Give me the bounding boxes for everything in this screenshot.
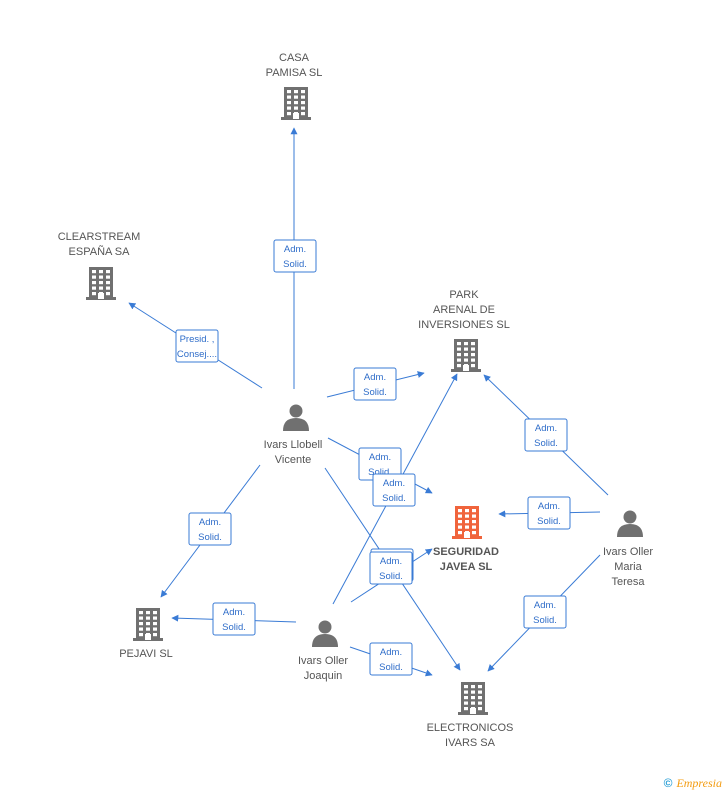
relation-box: [369, 642, 413, 676]
relation-text: Solid.: [534, 438, 558, 449]
node-label: Ivars Llobell: [264, 439, 323, 451]
person-icon: [312, 620, 338, 647]
relation-text: Adm.: [223, 607, 245, 618]
relation-box: [212, 602, 256, 636]
node-clear[interactable]: CLEARSTREAM ESPAÑA SA: [58, 231, 141, 300]
relation-text: Adm.: [199, 517, 221, 528]
node-label: CLEARSTREAM: [58, 231, 141, 243]
relation-label-maria-elec[interactable]: Adm. Solid.: [523, 595, 567, 629]
relation-text: Solid.: [382, 493, 406, 504]
node-label: Maria: [614, 561, 642, 573]
node-label: Ivars Oller: [298, 655, 348, 667]
relation-text: Solid.: [379, 571, 403, 582]
node-label: Ivars Oller: [603, 546, 653, 558]
relation-label-llobell-casa[interactable]: Adm. Solid.: [273, 239, 317, 273]
relation-label-llobell-clear[interactable]: Presid. , Consej....: [175, 329, 219, 363]
relation-text: Adm.: [380, 556, 402, 567]
relation-box: [523, 595, 567, 629]
relation-text: Adm.: [369, 452, 391, 463]
node-label: JAVEA SL: [440, 561, 493, 573]
person-icon: [283, 404, 309, 431]
relation-text: Adm.: [364, 372, 386, 383]
node-casa[interactable]: CASA PAMISA SL: [266, 52, 323, 120]
node-label: INVERSIONES SL: [418, 319, 510, 331]
person-icon: [617, 510, 643, 537]
relation-text: Adm.: [284, 244, 306, 255]
relation-box: [524, 418, 568, 452]
relation-label-joaquin-pejavi[interactable]: Adm. Solid.: [212, 602, 256, 636]
node-park[interactable]: PARK ARENAL DE INVERSIONES SL: [418, 289, 510, 372]
relation-text: Solid.: [283, 259, 307, 270]
node-pejavi[interactable]: PEJAVI SL: [119, 608, 173, 660]
relation-box: [175, 329, 219, 363]
relation-text: Adm.: [535, 423, 557, 434]
relation-text: Solid.: [533, 615, 557, 626]
relation-box: [188, 512, 232, 546]
relation-text: Adm.: [380, 647, 402, 658]
relation-label-maria-park[interactable]: Adm. Solid.: [524, 418, 568, 452]
relation-box: [353, 367, 397, 401]
relation-text: Solid.: [198, 532, 222, 543]
building-icon: [452, 506, 482, 539]
relation-text: Adm.: [538, 501, 560, 512]
relation-text: Presid. ,: [180, 334, 215, 345]
building-icon: [86, 267, 116, 300]
node-seg[interactable]: SEGURIDAD JAVEA SL: [433, 506, 499, 573]
relation-label-maria-seg[interactable]: Adm. Solid.: [527, 496, 571, 530]
node-label: CASA: [279, 52, 310, 64]
node-label: Vicente: [275, 454, 312, 466]
relation-text: Solid.: [537, 516, 561, 527]
copyright-icon: ©: [663, 776, 673, 790]
relation-label-llobell-pejavi[interactable]: Adm. Solid.: [188, 512, 232, 546]
relation-box: [369, 551, 413, 585]
node-label: SEGURIDAD: [433, 546, 499, 558]
building-icon: [451, 339, 481, 372]
node-label: ELECTRONICOS: [427, 722, 514, 734]
building-icon: [281, 87, 311, 120]
relation-text: Solid.: [379, 662, 403, 673]
relation-label-joaquin-seg[interactable]: Adm. Solid.: [369, 551, 413, 585]
relation-text: Adm.: [534, 600, 556, 611]
relation-text: Solid.: [363, 387, 387, 398]
relation-text: Solid.: [368, 467, 392, 478]
node-elec[interactable]: ELECTRONICOS IVARS SA: [427, 682, 514, 749]
node-label: PAMISA SL: [266, 67, 323, 79]
node-label: PEJAVI SL: [119, 648, 173, 660]
relation-box: [527, 496, 571, 530]
relation-text: Solid.: [222, 622, 246, 633]
node-label: IVARS SA: [445, 737, 496, 749]
node-label: ARENAL DE: [433, 304, 495, 316]
building-icon: [458, 682, 488, 715]
node-label: ESPAÑA SA: [69, 245, 131, 258]
brand-logo[interactable]: Empresia: [676, 776, 722, 790]
relation-box: [273, 239, 317, 273]
building-icon: [133, 608, 163, 641]
node-label: Teresa: [611, 576, 645, 588]
relation-box: [372, 473, 416, 507]
copyright-footer: ©Empresia: [664, 776, 722, 791]
relation-label-joaquin-park[interactable]: Adm. Solid.: [372, 473, 416, 507]
relation-label-llobell-park[interactable]: Adm. Solid.: [353, 367, 397, 401]
node-label: PARK: [449, 289, 479, 301]
node-label: Joaquin: [304, 670, 343, 682]
relation-label-joaquin-elec[interactable]: Adm. Solid.: [369, 642, 413, 676]
relation-text: Consej....: [177, 349, 217, 360]
relation-text: Adm.: [383, 478, 405, 489]
